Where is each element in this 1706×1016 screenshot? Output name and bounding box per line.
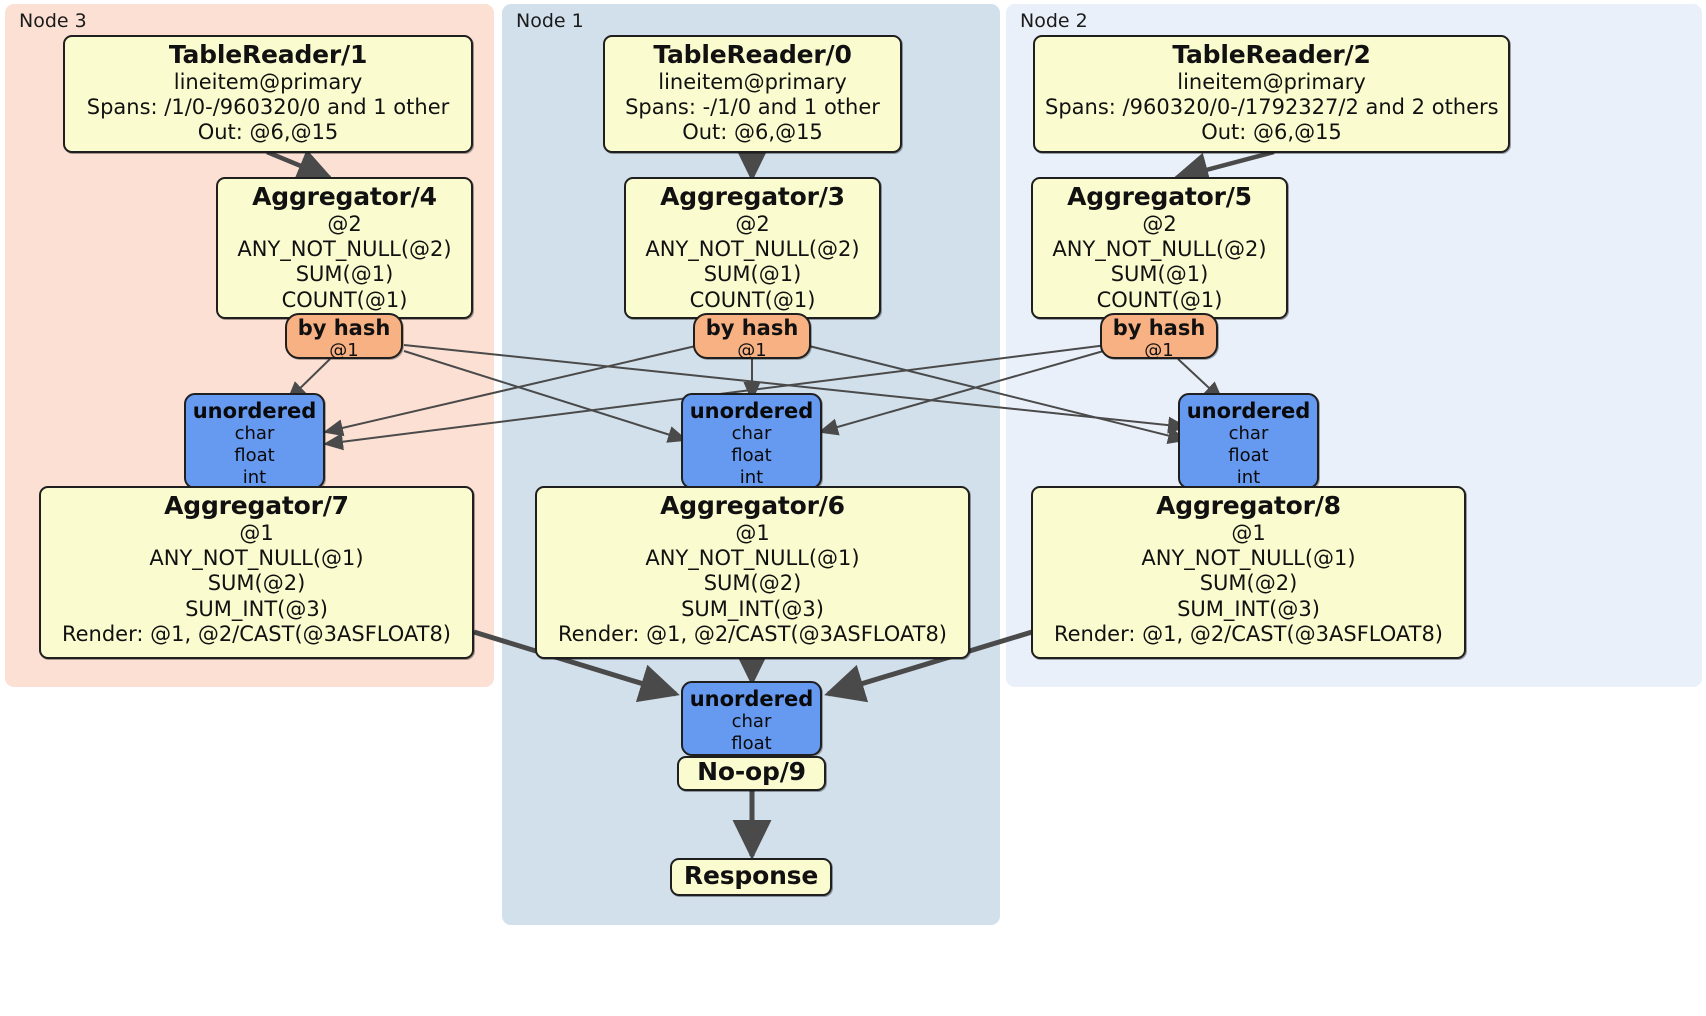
processor-line: Spans: /960320/0-/1792327/2 and 2 others [1045,94,1499,119]
router-title: by hash [1112,316,1206,340]
processor-line: ANY_NOT_NULL(@1) [1141,545,1356,570]
processor-line: Render: @1, @2/CAST(@3ASFLOAT8) [61,622,452,647]
processor-title: Response [683,860,819,890]
processor-line: @2 [327,211,362,236]
processor-title: TableReader/0 [653,40,852,69]
processor-line: SUM(@1) [703,262,802,287]
processor-line: SUM(@2) [207,571,306,596]
processor-aggregator-5[interactable]: Aggregator/5 @2 ANY_NOT_NULL(@2) SUM(@1)… [1031,177,1288,319]
processor-title: Aggregator/6 [660,491,845,520]
router-line: @1 [329,339,359,361]
router-title: by hash [705,316,799,340]
router-line: char [731,423,772,445]
input-router-unordered-node3[interactable]: unordered char float int [184,393,325,489]
processor-line: @1 [1231,520,1266,545]
router-title: unordered [1186,399,1311,423]
processor-line: ANY_NOT_NULL(@2) [645,236,860,261]
processor-line: @2 [1142,211,1177,236]
output-router-by-hash-node2[interactable]: by hash @1 [1100,313,1218,361]
processor-line: COUNT(@1) [689,287,816,312]
router-line: @1 [1144,339,1174,361]
processor-title: Aggregator/8 [1156,491,1341,520]
router-title: unordered [192,399,317,423]
node-panel-label-node3: Node 3 [19,10,87,32]
router-line: @1 [737,339,767,361]
processor-line: SUM_INT(@3) [1177,596,1320,621]
processor-line: Spans: /1/0-/960320/0 and 1 other [86,94,450,119]
processor-line: Out: @6,@15 [197,120,339,145]
processor-aggregator-6[interactable]: Aggregator/6 @1 ANY_NOT_NULL(@1) SUM(@2)… [535,486,970,659]
router-title: unordered [689,687,814,711]
processor-table-reader-2[interactable]: TableReader/2 lineitem@primary Spans: /9… [1033,35,1510,153]
processor-aggregator-7[interactable]: Aggregator/7 @1 ANY_NOT_NULL(@1) SUM(@2)… [39,486,474,659]
processor-line: @1 [239,520,274,545]
processor-aggregator-4[interactable]: Aggregator/4 @2 ANY_NOT_NULL(@2) SUM(@1)… [216,177,473,319]
router-line: float [731,444,772,466]
processor-line: Render: @1, @2/CAST(@3ASFLOAT8) [557,622,948,647]
processor-title: Aggregator/3 [660,182,845,211]
router-line: int [242,466,267,488]
processor-aggregator-8[interactable]: Aggregator/8 @1 ANY_NOT_NULL(@1) SUM(@2)… [1031,486,1466,659]
processor-line: SUM(@1) [295,262,394,287]
processor-line: lineitem@primary [173,69,363,94]
node-panel-label-node1: Node 1 [516,10,584,32]
processor-title: No-op/9 [697,757,806,787]
output-router-by-hash-node3[interactable]: by hash @1 [285,313,403,361]
processor-line: ANY_NOT_NULL(@1) [149,545,364,570]
processor-line: lineitem@primary [658,69,847,94]
processor-line: COUNT(@1) [281,287,408,312]
input-router-unordered-node2[interactable]: unordered char float int [1178,393,1319,489]
processor-title: Aggregator/4 [252,182,437,211]
processor-line: Render: @1, @2/CAST(@3ASFLOAT8) [1053,622,1444,647]
processor-line: SUM_INT(@3) [185,596,328,621]
router-line: char [731,711,772,733]
processor-line: ANY_NOT_NULL(@1) [645,545,860,570]
input-router-unordered-node1[interactable]: unordered char float int [681,393,822,489]
processor-line: SUM(@1) [1110,262,1209,287]
router-line: int [1236,466,1261,488]
processor-line: ANY_NOT_NULL(@2) [1052,236,1267,261]
processor-aggregator-3[interactable]: Aggregator/3 @2 ANY_NOT_NULL(@2) SUM(@1)… [624,177,881,319]
processor-title: Aggregator/5 [1067,182,1252,211]
processor-line: Spans: -/1/0 and 1 other [625,94,880,119]
processor-line: Out: @6,@15 [1201,120,1342,145]
processor-noop-9[interactable]: No-op/9 [677,756,826,791]
processor-line: SUM(@2) [1199,571,1298,596]
processor-line: Out: @6,@15 [682,120,823,145]
router-title: unordered [689,399,814,423]
processor-table-reader-0[interactable]: TableReader/0 lineitem@primary Spans: -/… [603,35,902,153]
processor-title: TableReader/2 [1172,40,1371,69]
router-line: char [1228,423,1269,445]
processor-title: Aggregator/7 [164,491,349,520]
processor-table-reader-1[interactable]: TableReader/1 lineitem@primary Spans: /1… [63,35,473,153]
node-panel-label-node2: Node 2 [1020,10,1088,32]
router-line: char [234,423,275,445]
processor-line: ANY_NOT_NULL(@2) [237,236,452,261]
processor-line: @2 [735,211,770,236]
router-line: int [739,466,764,488]
output-router-by-hash-node1[interactable]: by hash @1 [693,313,811,361]
processor-line: @1 [735,520,770,545]
processor-response[interactable]: Response [670,858,832,896]
processor-line: lineitem@primary [1177,69,1366,94]
router-line: float [731,732,772,754]
processor-line: COUNT(@1) [1096,287,1223,312]
input-router-unordered-final[interactable]: unordered char float [681,681,822,756]
processor-line: SUM_INT(@3) [681,596,824,621]
processor-line: SUM(@2) [703,571,802,596]
router-title: by hash [297,316,391,340]
router-line: float [234,444,275,466]
router-line: float [1228,444,1269,466]
processor-title: TableReader/1 [168,40,368,69]
